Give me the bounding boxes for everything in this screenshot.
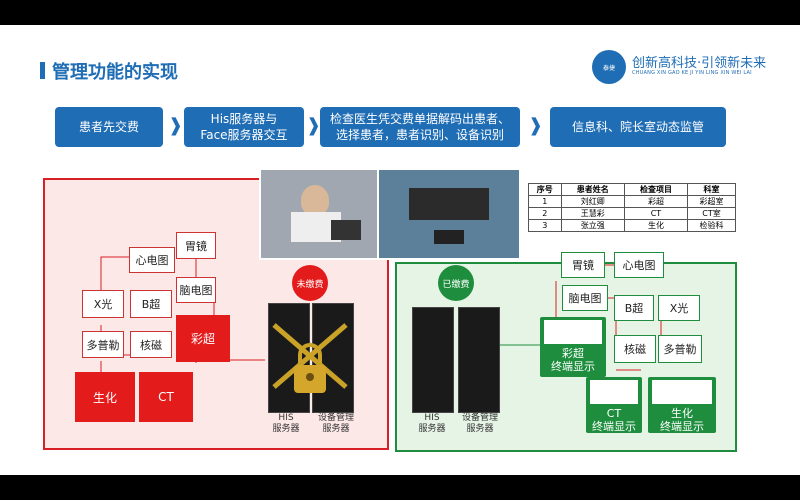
chevron-right-icon: ❱ bbox=[528, 115, 544, 136]
device-server-label: 设备管理 服务器 bbox=[461, 413, 498, 434]
exam-doppler: 多普勒 bbox=[658, 335, 702, 363]
step-4: 信息科、院长室动态监管 bbox=[550, 107, 726, 147]
terminal-biochem: 生化 终端显示 bbox=[648, 377, 716, 433]
table-cell: 彩超 bbox=[623, 195, 689, 208]
exam-mri: 核磁 bbox=[130, 331, 172, 358]
patient-table: 序号 患者姓名 检查项目 科室 1 刘红卿 彩超 彩超室 2 王慧彩 CT CT… bbox=[528, 183, 736, 232]
terminal-color-ultrasound: 彩超 终端显示 bbox=[540, 317, 606, 377]
chevron-right-icon: ❱ bbox=[306, 115, 322, 136]
table-row: 3 张立强 生化 检验科 bbox=[528, 219, 736, 232]
exam-xray: X光 bbox=[82, 290, 124, 318]
terminal-ct: CT 终端显示 bbox=[586, 377, 642, 433]
terminal-screen-icon bbox=[652, 380, 712, 404]
table-cell: 生化 bbox=[623, 219, 689, 232]
terminal-label: CT 终端显示 bbox=[592, 407, 636, 433]
chevron-right-icon: ❱ bbox=[168, 115, 184, 136]
step-3: 检查医生凭交费单据解码出患者、 选择患者，患者识别、设备识别 bbox=[320, 107, 520, 147]
logo-slogan-pinyin: CHUANG XIN GAO KE JI YIN LING XIN WEI LA… bbox=[632, 70, 752, 76]
table-cell: 检验科 bbox=[687, 219, 736, 232]
exam-biochem: 生化 bbox=[75, 372, 135, 422]
terminal-screen-icon bbox=[544, 320, 602, 344]
slide: 管理功能的实现 泰捷 创新高科技·引领新未来 CHUANG XIN GAO KE… bbox=[0, 25, 800, 475]
terminal-label: 生化 终端显示 bbox=[660, 407, 704, 433]
his-server-label: HIS 服务器 bbox=[418, 413, 446, 434]
page-title: 管理功能的实现 bbox=[52, 62, 178, 83]
his-server-label: HIS 服务器 bbox=[272, 413, 300, 434]
step-1: 患者先交费 bbox=[55, 107, 163, 147]
logo-slogan: 创新高科技·引领新未来 bbox=[632, 56, 767, 71]
monitoring-room-photo bbox=[377, 168, 521, 260]
terminal-screen-icon bbox=[590, 380, 638, 404]
step-2: His服务器与 Face服务器交互 bbox=[184, 107, 304, 147]
paid-badge: 已缴费 bbox=[438, 265, 474, 301]
exam-doppler: 多普勒 bbox=[82, 331, 124, 358]
logo-badge: 泰捷 bbox=[602, 64, 615, 72]
device-server-icon bbox=[458, 307, 500, 413]
exam-eeg: 脑电图 bbox=[176, 277, 216, 303]
exam-color-ultrasound: 彩超 bbox=[176, 315, 230, 362]
exam-ecg: 心电图 bbox=[614, 252, 664, 278]
company-logo-icon: 泰捷 bbox=[592, 50, 626, 84]
terminal-label: 彩超 终端显示 bbox=[551, 347, 595, 373]
exam-ct: CT bbox=[139, 372, 193, 422]
exam-b-ultrasound: B超 bbox=[130, 290, 172, 318]
unpaid-badge: 未缴费 bbox=[292, 265, 328, 301]
exam-xray: X光 bbox=[658, 295, 700, 321]
his-server-icon bbox=[412, 307, 454, 413]
exam-b-ultrasound: B超 bbox=[614, 295, 654, 321]
doctor-photo bbox=[259, 168, 381, 260]
exam-gastroscope: 胃镜 bbox=[561, 252, 605, 278]
exam-ecg: 心电图 bbox=[129, 247, 175, 273]
exam-mri: 核磁 bbox=[614, 335, 656, 363]
exam-eeg: 脑电图 bbox=[562, 285, 608, 311]
title-accent-bar bbox=[40, 62, 45, 79]
exam-gastroscope: 胃镜 bbox=[176, 232, 216, 259]
device-server-label: 设备管理 服务器 bbox=[317, 413, 354, 434]
lock-chain-icon bbox=[272, 317, 348, 403]
table-row: 1 刘红卿 彩超 彩超室 bbox=[528, 195, 736, 208]
